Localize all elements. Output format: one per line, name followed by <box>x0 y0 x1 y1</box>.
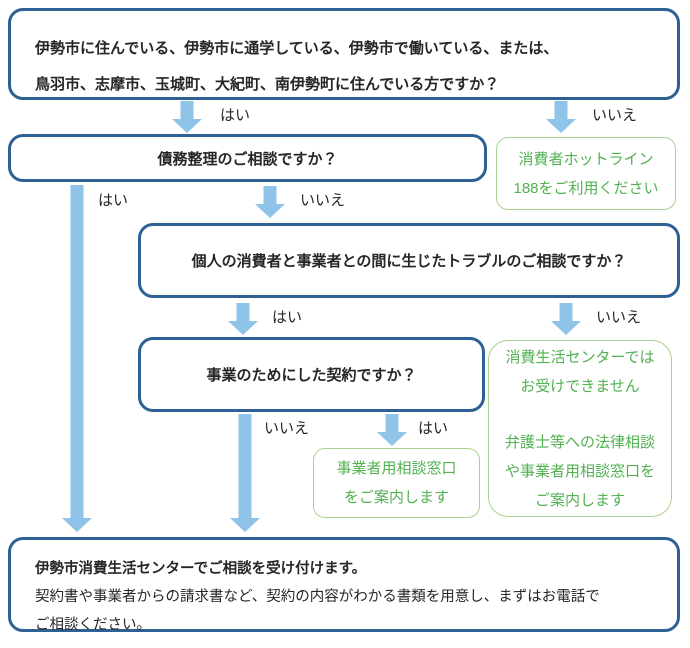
label-no-3: いいえ <box>596 309 642 326</box>
label-yes-3: はい <box>272 309 303 326</box>
label-no-2: いいえ <box>300 192 346 209</box>
result-box-hotline-188: 消費者ホットライン 188をご利用ください <box>496 137 676 210</box>
not-accepted-line3: 弁護士等への法律相談 <box>504 433 655 451</box>
business-contract-question-text: 事業のためにした契約ですか？ <box>206 367 417 384</box>
label-no-4: いいえ <box>264 420 310 437</box>
result-box-business-desk: 事業者用相談窓口 をご案内します <box>313 448 480 518</box>
question-box-residency: 伊勢市に住んでいる、伊勢市に通学している、伊勢市で働いている、または、 鳥羽市、… <box>8 8 680 100</box>
question-box-debt: 債務整理のご相談ですか？ <box>8 134 487 182</box>
arrow-down-yes-3 <box>228 303 258 335</box>
not-accepted-line4: や事業者用相談窓口を <box>504 462 655 480</box>
arrow-down-yes-2-long <box>62 185 92 532</box>
business-desk-line1: 事業者用相談窓口 <box>336 460 457 477</box>
ise-center-line1: 伊勢市消費生活センターでご相談を受け付けます。 <box>35 561 367 577</box>
business-desk-line2: をご案内します <box>343 489 449 506</box>
question-box-business-contract: 事業のためにした契約ですか？ <box>138 337 485 412</box>
not-accepted-line1: 消費生活センターでは <box>505 348 655 366</box>
arrow-down-yes-4 <box>377 414 407 446</box>
arrow-down-no-4-long <box>230 414 260 532</box>
ise-center-line3: ご相談ください。 <box>35 617 151 633</box>
arrow-down-no-1 <box>546 101 576 133</box>
residency-question-line1: 伊勢市に住んでいる、伊勢市に通学している、伊勢市で働いている、または、 <box>35 40 559 57</box>
label-yes-2: はい <box>98 192 129 209</box>
debt-question-text: 債務整理のご相談ですか？ <box>157 150 338 168</box>
label-no-1: いいえ <box>592 107 638 124</box>
not-accepted-line2: お受けできません <box>520 377 640 395</box>
residency-question-line2: 鳥羽市、志摩市、玉城町、大紀町、南伊勢町に住んでいる方ですか？ <box>35 76 500 93</box>
hotline-line1: 消費者ホットライン <box>518 150 654 168</box>
not-accepted-line5: ご案内します <box>534 491 625 509</box>
arrow-down-no-3 <box>551 303 581 335</box>
arrow-down-no-2 <box>255 186 285 218</box>
hotline-line2: 188をご利用ください <box>513 179 659 197</box>
result-box-ise-center: 伊勢市消費生活センターでご相談を受け付けます。 契約書や事業者からの請求書など、… <box>8 537 680 633</box>
label-yes-4: はい <box>418 420 449 437</box>
arrow-down-yes-1 <box>172 101 202 133</box>
consumer-trouble-question-text: 個人の消費者と事業者との間に生じたトラブルのご相談ですか？ <box>191 253 627 270</box>
question-box-consumer-trouble: 個人の消費者と事業者との間に生じたトラブルのご相談ですか？ <box>138 223 680 298</box>
result-box-not-accepted: 消費生活センターでは お受けできません 弁護士等への法律相談 や事業者用相談窓口… <box>488 340 672 517</box>
label-yes-1: はい <box>220 107 251 124</box>
ise-center-line2: 契約書や事業者からの請求書など、契約の内容がわかる書類を用意し、まずはお電話で <box>35 589 600 605</box>
